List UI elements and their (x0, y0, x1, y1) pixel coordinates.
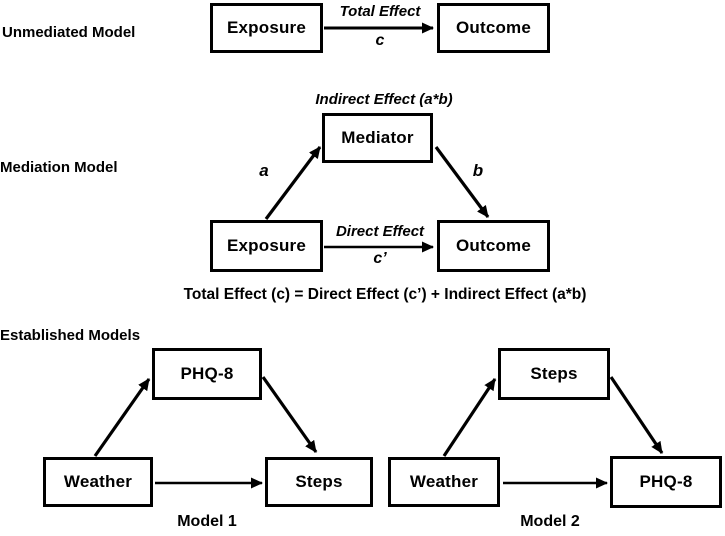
arrow-path-a (264, 146, 322, 220)
arrow-model1-weather-phq8 (93, 378, 151, 457)
mediation-model-label: Mediation Model (0, 159, 118, 176)
arrow-model2-weather-steps (442, 378, 497, 457)
path-a-coefficient: a (259, 161, 269, 180)
mediation-outcome-box: Outcome (437, 220, 550, 272)
unmediated-outcome-box: Outcome (437, 3, 550, 53)
indirect-effect-title: Indirect Effect (a*b) (315, 91, 453, 108)
model2-weather-box: Weather (388, 457, 500, 507)
model1-weather-box: Weather (43, 457, 153, 507)
total-effect-arrow-label: Total Effect (339, 3, 421, 20)
model2-phq8-box: PHQ-8 (610, 456, 722, 508)
direct-effect-arrow-label: Direct Effect (335, 223, 425, 240)
model1-steps-box: Steps (265, 457, 373, 507)
arrow-model1-phq8-steps (261, 376, 318, 453)
model2-caption: Model 2 (520, 513, 580, 530)
model1-caption: Model 1 (177, 513, 237, 530)
unmediated-exposure-box: Exposure (210, 3, 323, 53)
total-effect-coefficient: c (375, 32, 385, 49)
mediation-exposure-box: Exposure (210, 220, 323, 272)
path-b-coefficient: b (472, 161, 484, 180)
established-models-label: Established Models (0, 327, 141, 344)
direct-effect-coefficient: c’ (373, 250, 387, 267)
arrow-path-b (434, 146, 490, 218)
total-effect-equation: Total Effect (c) = Direct Effect (c’) + … (183, 286, 587, 303)
mediator-box: Mediator (322, 113, 433, 163)
model1-phq8-box: PHQ-8 (152, 348, 262, 400)
unmediated-model-label: Unmediated Model (2, 24, 136, 41)
model2-steps-box: Steps (498, 348, 610, 400)
arrow-model2-steps-phq8 (609, 376, 664, 454)
